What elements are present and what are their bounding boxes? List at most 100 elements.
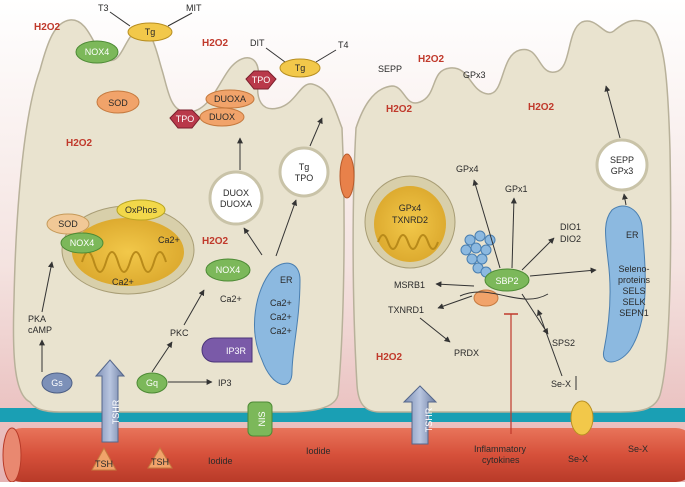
- nox4-apical-label: NOX4: [85, 47, 110, 57]
- h2o2-label: H2O2: [376, 352, 403, 363]
- ca2-mito-2: Ca2+: [112, 277, 134, 287]
- left-er-label: ER: [280, 275, 293, 285]
- nox4-cyto: [205, 258, 251, 282]
- tg-vesicle-line-2: TPO: [295, 173, 314, 183]
- h2o2-label: H2O2: [528, 102, 555, 113]
- h2o2-label: H2O2: [202, 38, 229, 49]
- t3-label: T3: [98, 3, 109, 13]
- tg-tpo-vesicle: [278, 146, 330, 198]
- mit-line: [167, 12, 193, 27]
- dit-line: [265, 47, 286, 63]
- txnrd1-arrow: [437, 295, 473, 310]
- er-protein-1: Seleno-: [618, 264, 649, 274]
- right-mito-cristae: [377, 234, 439, 250]
- nis-transporter: [247, 401, 273, 437]
- duoxa-apical: [205, 89, 255, 109]
- tg-apical: [127, 22, 173, 42]
- er-tg-arrow: [275, 199, 298, 257]
- sps2-label: SPS2: [552, 338, 575, 348]
- h2o2-labels: H2O2 H2O2 H2O2 H2O2 H2O2 H2O2 H2O2 H2O2: [34, 22, 555, 363]
- tsh-triangle-1: [91, 446, 117, 471]
- er-protein-5: SEPN1: [619, 308, 649, 318]
- right-er-label: ER: [626, 230, 639, 240]
- right-thyrocyte: [352, 19, 672, 413]
- ca2-mito-1: Ca2+: [158, 235, 180, 245]
- tg-vesicle-line-1: Tg: [299, 162, 310, 172]
- er-protein-2: proteins: [618, 275, 651, 285]
- left-mito-cristae: [81, 251, 167, 273]
- duoxa-label: DUOXA: [214, 94, 246, 104]
- er-vesicle-arrow: [622, 193, 628, 206]
- tshr-right-label: TSHR: [424, 407, 434, 432]
- mito-gpx4-label: GPx4: [399, 203, 422, 213]
- gpx3-lumen-label: GPx3: [463, 70, 486, 80]
- tsh-label-1: TSH: [95, 459, 113, 469]
- pkc-nox4-arrow: [183, 289, 205, 326]
- nis-label: NIS: [257, 411, 267, 426]
- sex-cell-label: Se-X: [551, 379, 571, 389]
- gs-protein: [41, 372, 73, 394]
- er-protein-3: SELS: [622, 286, 645, 296]
- h2o2-label: H2O2: [418, 54, 445, 65]
- h2o2-label: H2O2: [202, 236, 229, 247]
- inflammatory-line-1: Inflammatory: [474, 444, 527, 454]
- sbp2-label: SBP2: [495, 276, 518, 286]
- tight-junction: [339, 153, 355, 199]
- camp-label: cAMP: [28, 325, 52, 335]
- iodide-label-1: Iodide: [208, 456, 233, 466]
- gq-protein: [136, 372, 168, 394]
- er-ca2-2: Ca2+: [270, 312, 292, 322]
- sps2-arrow: [521, 293, 549, 335]
- gpx1-arrow: [510, 197, 517, 269]
- tshr-right: TSHR: [402, 385, 438, 445]
- mit-label: MIT: [186, 3, 202, 13]
- dit-label: DIT: [250, 38, 265, 48]
- mito-txnrd2-label: TXNRD2: [392, 215, 428, 225]
- sbp2-protein: [484, 268, 530, 292]
- er-ca2-1: Ca2+: [270, 298, 292, 308]
- mito-sod: [46, 213, 90, 235]
- pka-label: PKA: [28, 314, 46, 324]
- dio2-label: DIO2: [560, 234, 581, 244]
- nox4-apical: [75, 40, 119, 64]
- msrb1-label: MSRB1: [394, 280, 425, 290]
- duox-label: DUOX: [209, 112, 235, 122]
- tg-label: Tg: [145, 27, 156, 37]
- pka-arrow: [41, 261, 54, 313]
- tpo-hexagon-top: [245, 70, 277, 90]
- h2o2-label: H2O2: [386, 104, 413, 115]
- gq-pkc-arrow: [151, 341, 173, 373]
- txnrd1-label: TXNRD1: [388, 305, 424, 315]
- ip3r-channel: [201, 337, 253, 363]
- pkc-label: PKC: [170, 328, 189, 338]
- mrna-strand: [459, 291, 549, 300]
- tpo-label: TPO: [176, 114, 195, 124]
- oxphos: [116, 199, 166, 221]
- t3-line: [109, 11, 131, 27]
- er-proteins-arrow: [529, 267, 597, 277]
- tshr-left: TSHR: [94, 359, 126, 443]
- mito-nox4-label: NOX4: [70, 238, 95, 248]
- sepp-vesicle-line-2: GPx3: [611, 166, 634, 176]
- sepp-vesicle-line-1: SEPP: [610, 155, 634, 165]
- gpx1-label: GPx1: [505, 184, 528, 194]
- tsh-triangle-2: [147, 447, 173, 469]
- tpo-label-2: TPO: [252, 75, 271, 85]
- sex-blood-label-2: Se-X: [628, 444, 648, 454]
- sex-blood-label-1: Se-X: [568, 454, 588, 464]
- sepp-lumen-label: SEPP: [378, 64, 402, 74]
- prdx-arrow: [419, 317, 451, 343]
- duox-vesicle-line-1: DUOX: [223, 188, 249, 198]
- msrb1-arrow: [435, 281, 475, 288]
- dio-arrow: [521, 237, 555, 271]
- h2o2-label: H2O2: [66, 138, 93, 149]
- sod-apical: [96, 90, 140, 114]
- tg-vesicle-arrow: [309, 117, 323, 147]
- gs-label: Gs: [51, 378, 63, 388]
- nox4-cyto-label: NOX4: [216, 265, 241, 275]
- blood-vessel: [4, 428, 685, 482]
- prdx-label: PRDX: [454, 348, 479, 358]
- duox-apical: [199, 107, 245, 127]
